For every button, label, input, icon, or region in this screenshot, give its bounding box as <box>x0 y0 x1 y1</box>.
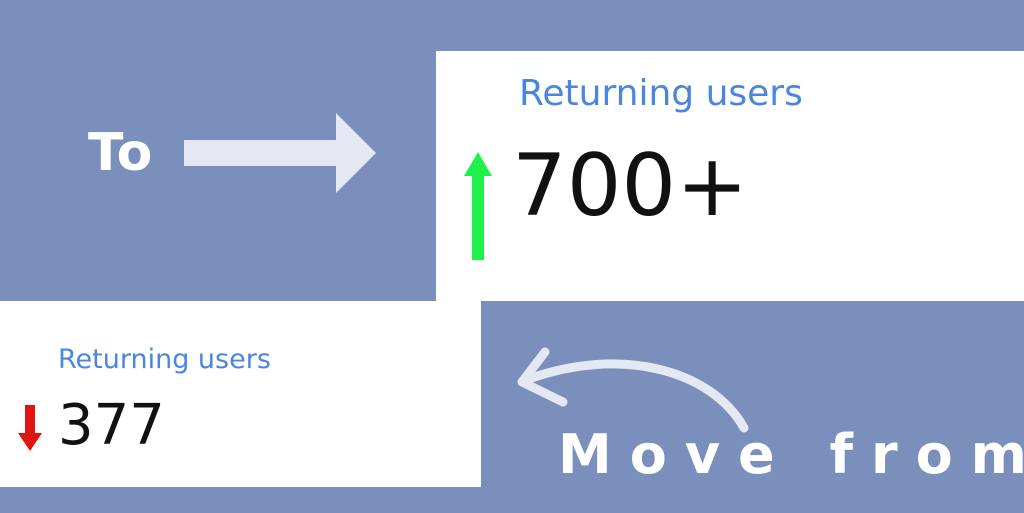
metric-label: Returning users <box>58 344 271 375</box>
curved-back-arrow-icon <box>517 347 749 433</box>
right-arrow-icon <box>184 113 376 193</box>
metric-label: Returning users <box>519 73 803 114</box>
down-arrow-icon <box>18 405 42 451</box>
caption-move-from: Move from <box>558 423 1024 486</box>
after-metric-card: Returning users 700+ <box>436 51 1024 301</box>
caption-to: To <box>88 123 153 183</box>
up-arrow-icon <box>464 152 492 260</box>
metric-value: 377 <box>58 393 165 458</box>
before-metric-card: Returning users 377 <box>0 301 481 487</box>
metric-value: 700+ <box>512 136 749 236</box>
